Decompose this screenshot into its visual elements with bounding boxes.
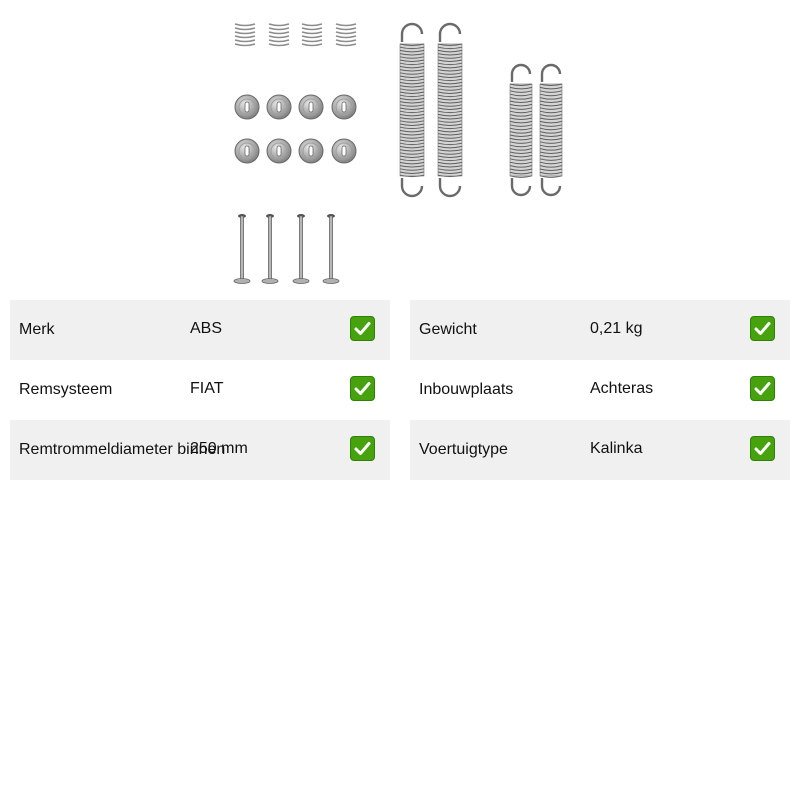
short-springs-group	[509, 63, 563, 197]
spring-cap	[266, 138, 292, 164]
small-springs-group	[234, 23, 357, 47]
spring-cap	[298, 138, 324, 164]
check-mark-icon	[350, 436, 375, 461]
hold-down-pin	[292, 214, 310, 284]
small-spring	[335, 23, 357, 47]
spring-cap	[234, 138, 260, 164]
spec-label: Merk	[19, 321, 55, 338]
extension-spring	[437, 22, 463, 198]
check-mark-icon	[750, 436, 775, 461]
small-spring	[234, 23, 256, 47]
spring-cap	[266, 94, 292, 120]
check-mark-icon	[350, 376, 375, 401]
spec-label: Remtrommeldiameter binnen	[19, 441, 226, 458]
long-springs-group	[399, 22, 463, 198]
spec-table-left: Merk ABS Remsysteem FIAT Remtrommeldiame…	[10, 300, 390, 480]
spec-value: 250 mm	[190, 440, 248, 457]
check-mark-icon	[750, 316, 775, 341]
small-spring	[268, 23, 290, 47]
extension-spring	[539, 63, 563, 197]
extension-spring	[509, 63, 533, 197]
product-image	[228, 14, 573, 289]
accessory-kit-illustration	[233, 22, 563, 284]
spec-value: Achteras	[590, 380, 654, 397]
spec-label: Voertuigtype	[419, 441, 508, 458]
spec-row-merk: Merk ABS	[10, 300, 390, 360]
spec-table-right: Gewicht 0,21 kg Inbouwplaats Achteras Vo…	[410, 300, 790, 480]
check-mark-icon	[750, 376, 775, 401]
spec-label: Inbouwplaats	[419, 381, 514, 398]
spec-row-inbouwplaats: Inbouwplaats Achteras	[410, 360, 790, 420]
spring-cap	[331, 138, 357, 164]
spec-row-voertuigtype: Voertuigtype Kalinka	[410, 420, 790, 480]
hold-down-pins-group	[233, 214, 340, 284]
spring-cap	[234, 94, 260, 120]
hold-down-pin	[322, 214, 340, 284]
spring-caps-group	[234, 94, 357, 164]
spec-value: ABS	[190, 320, 223, 337]
spec-label: Remsysteem	[19, 381, 113, 398]
check-mark-icon	[350, 316, 375, 341]
hold-down-pin	[261, 214, 279, 284]
spec-value: FIAT	[190, 380, 224, 397]
spring-cap	[298, 94, 324, 120]
spring-cap	[331, 94, 357, 120]
spec-row-remtrommeldiameter: Remtrommeldiameter binnen 250 mm	[10, 420, 390, 480]
spec-row-gewicht: Gewicht 0,21 kg	[410, 300, 790, 360]
spec-row-remsysteem: Remsysteem FIAT	[10, 360, 390, 420]
spec-label: Gewicht	[419, 321, 477, 338]
spec-value: Kalinka	[590, 440, 643, 457]
small-spring	[301, 23, 323, 47]
hold-down-pin	[233, 214, 251, 284]
spec-value: 0,21 kg	[590, 320, 643, 337]
extension-spring	[399, 22, 425, 198]
